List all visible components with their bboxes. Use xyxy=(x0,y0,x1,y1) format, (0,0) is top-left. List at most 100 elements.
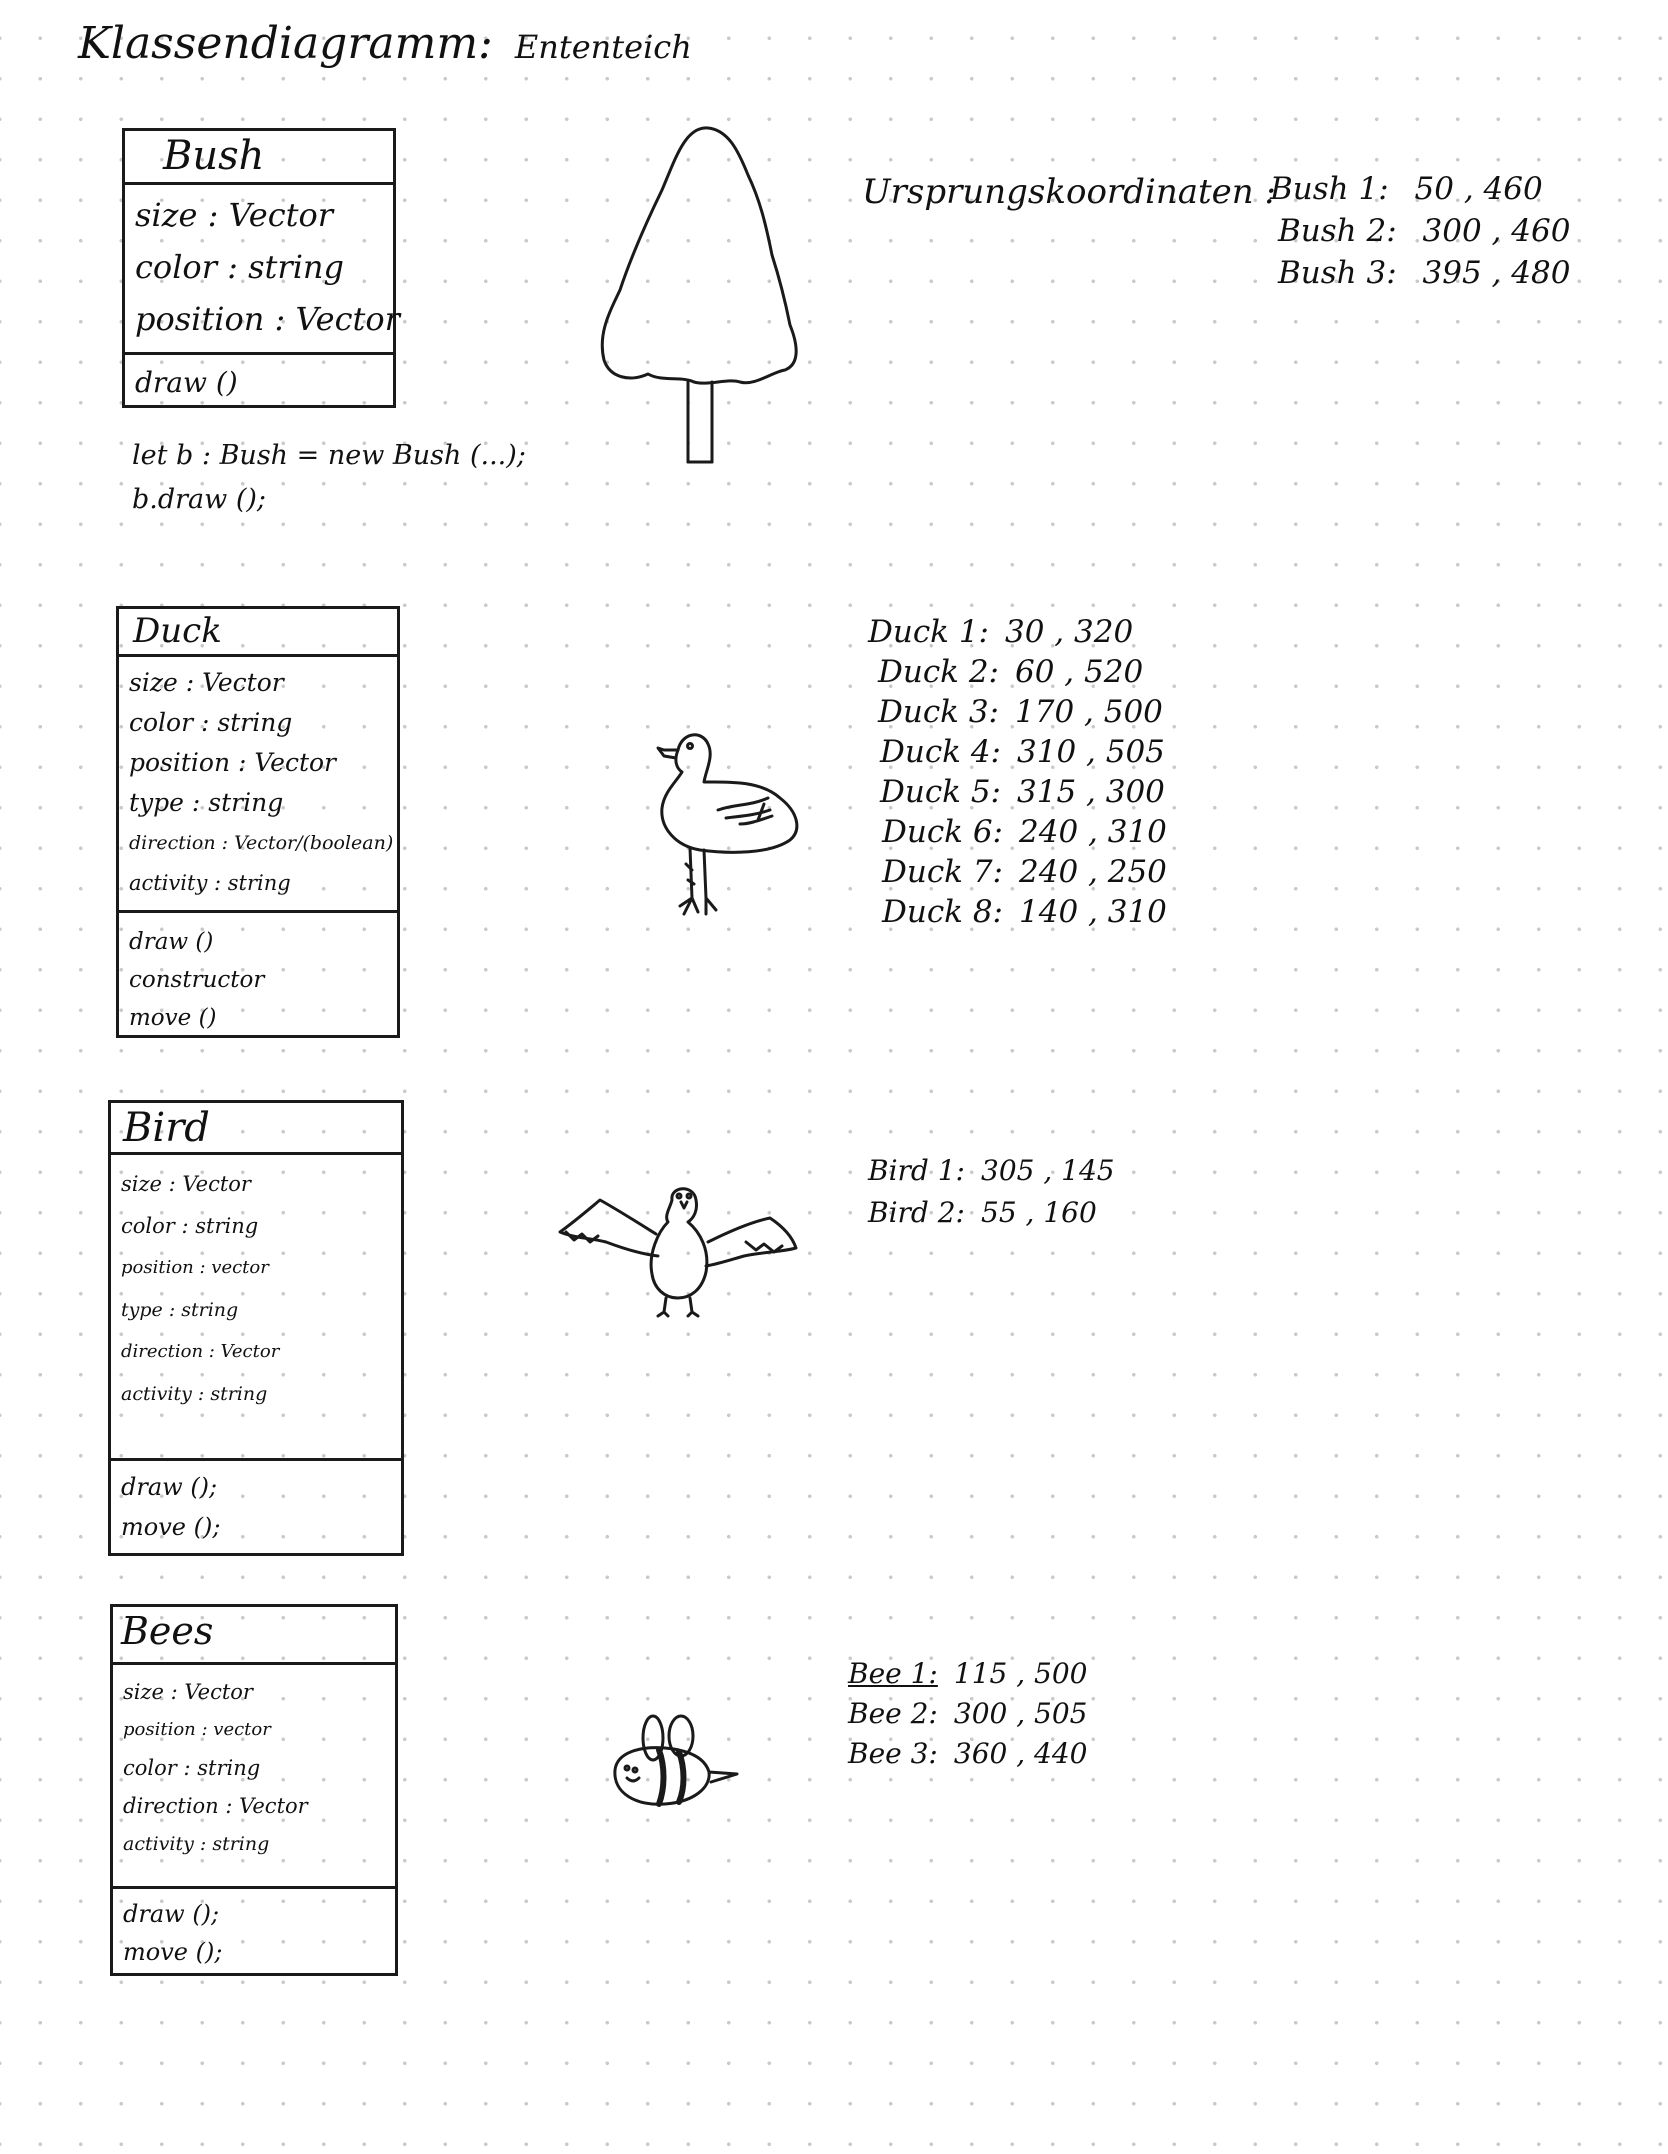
method-row: draw () xyxy=(129,929,214,955)
attribute-row: position : Vector xyxy=(135,300,400,338)
attribute-row: activity : string xyxy=(129,871,291,895)
coord-x: 30 xyxy=(1005,614,1045,650)
coord-label: Bee 2: xyxy=(848,1697,938,1730)
coord-x: 315 xyxy=(1017,774,1077,810)
coord-row: Duck 3:170 , 500 xyxy=(878,694,1163,730)
attribute-row: activity : string xyxy=(121,1383,268,1405)
page-title: Klassendiagramm: Ententeich xyxy=(78,18,692,69)
method-row: draw () xyxy=(135,366,238,399)
coord-x: 170 xyxy=(1015,694,1075,730)
coord-x: 240 xyxy=(1019,814,1079,850)
method-row: move () xyxy=(129,1005,217,1031)
attribute-row: type : string xyxy=(129,788,284,817)
coord-x: 305 xyxy=(981,1154,1035,1187)
class-methods-bird: draw (); move (); xyxy=(111,1461,401,1555)
attribute-row: direction : Vector/(boolean) xyxy=(129,832,394,854)
coord-y: 310 xyxy=(1107,894,1167,930)
coord-row: Duck 8:140 , 310 xyxy=(882,894,1167,930)
class-name-bees: Bees xyxy=(113,1607,395,1665)
class-box-bird: Bird size : Vector color : string positi… xyxy=(108,1100,404,1556)
coord-row: Duck 7:240 , 250 xyxy=(882,854,1167,890)
bee-coordinates: Bee 1:115 , 500 Bee 2:300 , 505 Bee 3:36… xyxy=(848,1654,1087,1774)
coord-y: 505 xyxy=(1034,1697,1088,1730)
coord-y: 250 xyxy=(1107,854,1167,890)
bush-sketch xyxy=(600,126,798,464)
coord-label: Bird 2: xyxy=(868,1196,965,1229)
attribute-row: position : Vector xyxy=(129,748,336,777)
coord-x: 115 xyxy=(953,1657,1008,1690)
coord-x: 240 xyxy=(1019,854,1079,890)
class-name-bird: Bird xyxy=(111,1103,401,1155)
coord-y: 320 xyxy=(1074,614,1134,650)
class-attributes-bush: size : Vector color : string position : … xyxy=(125,185,400,355)
class-name-duck: Duck xyxy=(119,609,397,657)
attribute-row: size : Vector xyxy=(123,1680,253,1704)
coord-x: 55 xyxy=(981,1196,1017,1229)
coord-label: Duck 4: xyxy=(880,734,1001,770)
coord-label: Bush 2: xyxy=(1278,213,1397,249)
coord-y: 520 xyxy=(1084,654,1144,690)
coord-label: Bird 1: xyxy=(868,1154,965,1187)
coord-label: Duck 6: xyxy=(882,814,1003,850)
coord-label: Duck 8: xyxy=(882,894,1003,930)
coord-y: 145 xyxy=(1061,1154,1115,1187)
coord-x: 300 xyxy=(953,1697,1008,1730)
class-methods-bees: draw (); move (); xyxy=(113,1889,395,1979)
class-attributes-bird: size : Vector color : string position : … xyxy=(111,1155,401,1461)
duck-coordinates: Duck 1:30 , 320 Duck 2:60 , 520 Duck 3:1… xyxy=(868,612,1167,932)
coord-label: Duck 2: xyxy=(878,654,999,690)
attribute-row: direction : Vector xyxy=(123,1794,308,1818)
code-snippet: let b : Bush = new Bush (...); b.draw ()… xyxy=(132,434,526,522)
coord-row: Bush 2: 300 , 460 xyxy=(1270,210,1570,252)
attribute-row: size : Vector xyxy=(135,196,334,234)
attribute-row: color : string xyxy=(123,1756,261,1780)
coord-y: 500 xyxy=(1103,694,1163,730)
coord-row: Duck 4:310 , 505 xyxy=(880,734,1165,770)
attribute-row: color : string xyxy=(121,1214,259,1238)
coord-y: 460 xyxy=(1483,171,1543,207)
method-row: draw (); xyxy=(121,1473,218,1501)
title-sub: Ententeich xyxy=(514,28,692,66)
class-attributes-bees: size : Vector position : vector color : … xyxy=(113,1665,395,1889)
attribute-row: position : vector xyxy=(121,1257,269,1278)
coord-y: 460 xyxy=(1511,213,1571,249)
code-line: let b : Bush = new Bush (...); xyxy=(132,440,526,471)
bird-sketch xyxy=(558,1187,798,1318)
attribute-row: position : vector xyxy=(123,1719,271,1740)
coord-x: 360 xyxy=(953,1737,1008,1770)
method-row: move (); xyxy=(123,1938,223,1966)
attribute-row: activity : string xyxy=(123,1833,270,1855)
coord-label: Bush 3: xyxy=(1278,255,1397,291)
coord-row: Bee 3:360 , 440 xyxy=(848,1734,1087,1774)
bush-coordinates: Bush 1: 50 , 460 Bush 2: 300 , 460 Bush … xyxy=(1270,168,1570,294)
attribute-row: color : string xyxy=(129,708,293,737)
class-name-bush: Bush xyxy=(125,131,393,185)
attribute-row: size : Vector xyxy=(121,1172,251,1196)
coord-label: Duck 7: xyxy=(882,854,1003,890)
origin-coordinates-label: Ursprungskoordinaten : xyxy=(862,172,1276,212)
coord-y: 160 xyxy=(1043,1196,1097,1229)
coord-label: Duck 1: xyxy=(868,614,989,650)
method-row: draw (); xyxy=(123,1900,220,1928)
attribute-row: direction : Vector xyxy=(121,1341,280,1362)
coord-x: 60 xyxy=(1015,654,1055,690)
attribute-row: type : string xyxy=(121,1299,239,1321)
coord-row: Bush 3: 395 , 480 xyxy=(1270,252,1570,294)
code-line: b.draw (); xyxy=(132,484,267,515)
coord-row: Duck 2:60 , 520 xyxy=(878,654,1144,690)
attribute-row: size : Vector xyxy=(129,668,284,697)
coord-y: 310 xyxy=(1107,814,1167,850)
coord-label: Duck 3: xyxy=(878,694,999,730)
coord-row: Bird 1:305 , 145 xyxy=(868,1150,1115,1192)
coord-row: Bee 1:115 , 500 xyxy=(848,1654,1087,1694)
coord-row: Bee 2:300 , 505 xyxy=(848,1694,1087,1734)
coord-row: Duck 1:30 , 320 xyxy=(868,614,1134,650)
coord-y: 480 xyxy=(1511,255,1571,291)
coord-y: 500 xyxy=(1034,1657,1088,1690)
coord-label: Bee 1: xyxy=(848,1657,938,1690)
bird-coordinates: Bird 1:305 , 145 Bird 2:55 , 160 xyxy=(868,1150,1115,1234)
coord-x: 310 xyxy=(1017,734,1077,770)
attribute-row: color : string xyxy=(135,248,345,286)
coord-label: Bush 1: xyxy=(1270,171,1389,207)
coord-y: 300 xyxy=(1105,774,1165,810)
